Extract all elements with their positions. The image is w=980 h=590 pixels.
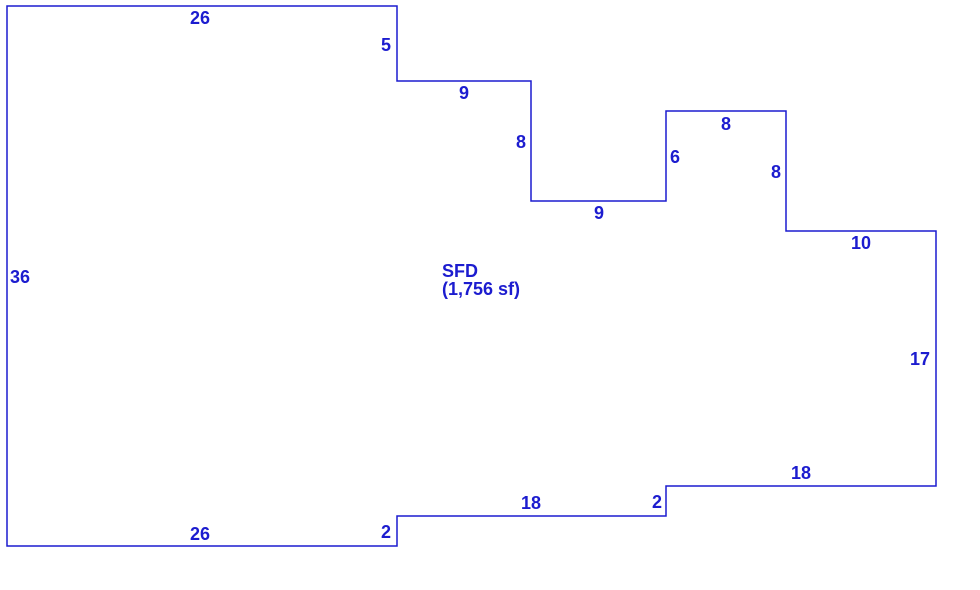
dim-step1-drop: 5: [381, 35, 391, 55]
dim-bottom-mid: 18: [521, 493, 541, 513]
dim-step2-run: 9: [594, 203, 604, 223]
dim-bump-top: 8: [721, 114, 731, 134]
dim-right-side: 17: [910, 349, 930, 369]
dim-bottom-left: 26: [190, 524, 210, 544]
dim-bottom-step-right: 2: [652, 492, 662, 512]
dim-top: 26: [190, 8, 210, 28]
dim-bump-rise: 6: [670, 147, 680, 167]
building-outline: [6, 5, 937, 547]
dim-step1-run: 9: [459, 83, 469, 103]
dim-left-side: 36: [10, 267, 30, 287]
area-name-label: SFD: [442, 261, 478, 281]
dim-bottom-step-left: 2: [381, 522, 391, 542]
dim-bump-drop: 8: [771, 162, 781, 182]
dim-bottom-right: 18: [791, 463, 811, 483]
dim-step2-drop: 8: [516, 132, 526, 152]
dim-right-top-run: 10: [851, 233, 871, 253]
area-size-label: (1,756 sf): [442, 279, 520, 299]
